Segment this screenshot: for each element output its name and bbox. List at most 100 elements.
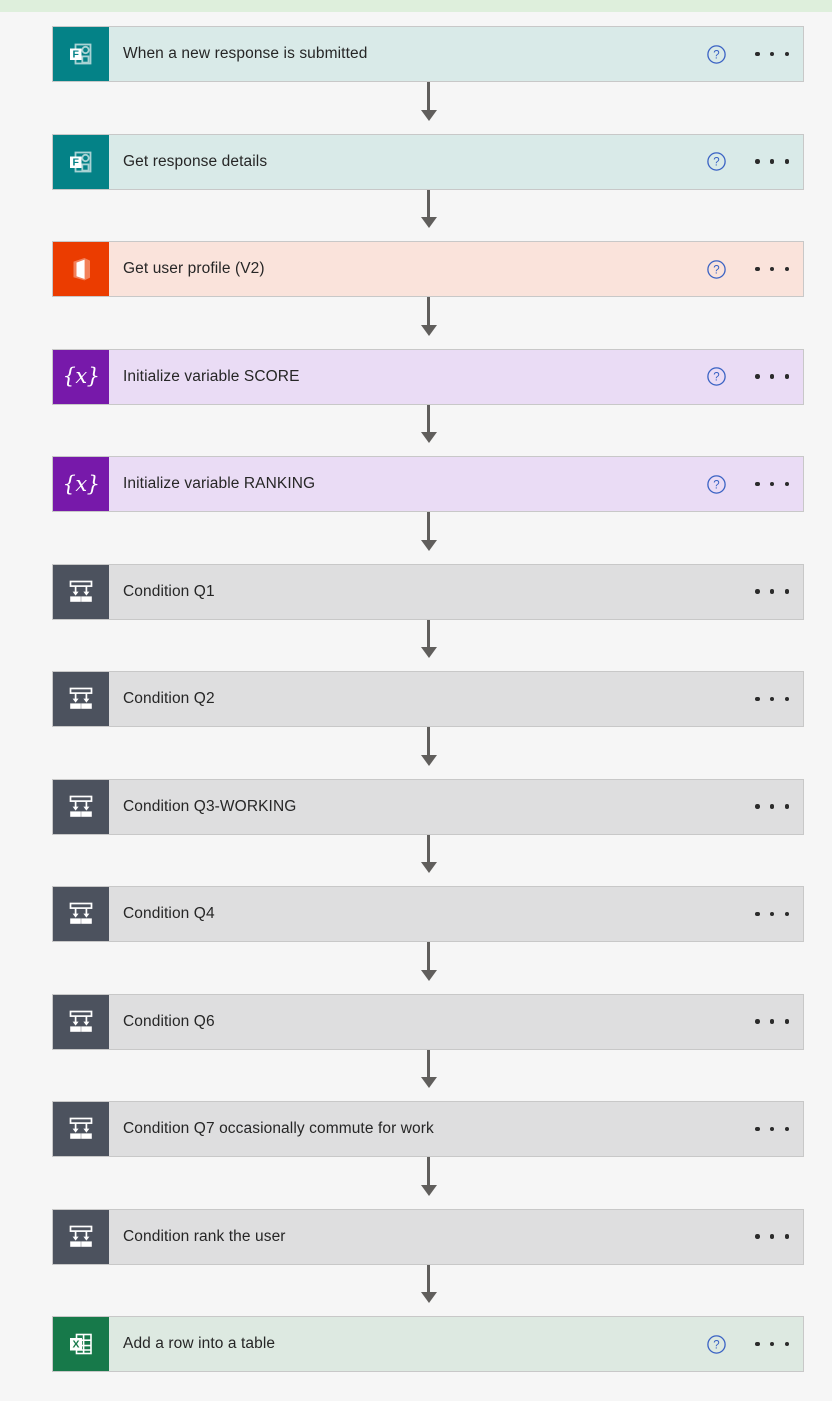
down-arrow-connector-icon (421, 942, 437, 994)
microsoft-excel-icon: X (70, 1333, 92, 1355)
flow-step-body: When a new response is submitted (109, 27, 701, 81)
help-button[interactable]: ? (701, 469, 731, 499)
more-options-button[interactable] (755, 794, 789, 820)
flow-step-card[interactable]: Condition Q7 occasionally commute for wo… (52, 1101, 804, 1157)
svg-text:?: ? (713, 372, 719, 384)
flow-step-card[interactable]: Condition Q4 (52, 886, 804, 942)
help-circle-icon[interactable]: ? (706, 259, 727, 280)
svg-text:?: ? (713, 479, 719, 491)
flow-step-icon: X (53, 1317, 109, 1371)
svg-text:F: F (72, 156, 79, 168)
flow-step-title: Add a row into a table (123, 1335, 276, 1352)
condition-branch-icon (69, 1117, 93, 1139)
flow-step-icon (53, 1102, 109, 1156)
more-options-button[interactable] (755, 1224, 789, 1250)
svg-text:?: ? (713, 264, 719, 276)
flow-step-card[interactable]: {x} Initialize variable RANKING ? (52, 456, 804, 512)
help-button[interactable]: ? (701, 362, 731, 392)
help-button[interactable]: ? (701, 254, 731, 284)
help-circle-icon[interactable]: ? (706, 44, 727, 65)
help-circle-icon[interactable]: ? (706, 366, 727, 387)
flow-step-body: Condition rank the user (109, 1210, 755, 1264)
svg-text:?: ? (713, 1339, 719, 1351)
flow-step-icon: {x} (53, 457, 109, 511)
microsoft-forms-icon: F (70, 43, 92, 65)
help-button[interactable]: ? (701, 39, 731, 69)
flow-step-icon (53, 1209, 109, 1264)
flow-step-actions (755, 780, 803, 834)
flow-step-body: Get response details (109, 135, 701, 189)
more-options-button[interactable] (755, 1009, 789, 1035)
svg-text:X: X (72, 1338, 79, 1350)
condition-branch-icon (69, 580, 93, 602)
flow-step-body: Initialize variable SCORE (109, 350, 701, 404)
condition-branch-icon (69, 1010, 93, 1032)
flow-step-card[interactable]: F Get response details ? (52, 133, 804, 190)
more-options-button[interactable] (755, 901, 789, 927)
help-circle-icon[interactable]: ? (706, 474, 727, 495)
flow-step-card[interactable]: Condition Q3-WORKING (52, 778, 804, 835)
flow-step-icon: F (53, 27, 109, 81)
more-options-button[interactable] (755, 364, 789, 390)
help-button[interactable]: ? (701, 147, 731, 177)
flow-step-card[interactable]: {x} Initialize variable SCORE ? (52, 348, 804, 405)
flow-step-actions: ? (701, 242, 803, 296)
more-options-button[interactable] (755, 579, 789, 605)
flow-step-card[interactable]: Condition Q2 (52, 671, 804, 727)
flow-step-card[interactable]: Condition rank the user (52, 1208, 804, 1265)
flow-step-icon: F (53, 134, 109, 189)
flow-step-actions (755, 565, 803, 619)
flow-step-card[interactable]: Condition Q6 (52, 993, 804, 1050)
more-options-button[interactable] (755, 256, 789, 282)
more-options-button[interactable] (755, 1331, 789, 1357)
more-options-button[interactable] (755, 686, 789, 712)
flow-step-actions: ? (701, 135, 803, 189)
flow-step-title: Get response details (123, 152, 268, 170)
top-accent-band (0, 0, 832, 12)
flow-step-title: Condition Q1 (123, 582, 215, 600)
flow-step-body: Condition Q4 (109, 887, 755, 941)
flow-step-actions (755, 672, 803, 726)
flow-step-actions (755, 887, 803, 941)
flow-step-title: Initialize variable RANKING (123, 475, 316, 492)
more-options-button[interactable] (755, 471, 789, 497)
flow-step-actions (755, 1102, 803, 1156)
more-options-button[interactable] (755, 1116, 789, 1142)
flow-step-body: Condition Q6 (109, 995, 755, 1049)
flow-step-card[interactable]: F When a new response is submitted ? (52, 26, 804, 82)
help-circle-icon[interactable]: ? (706, 151, 727, 172)
flow-step-title: Condition Q3-WORKING (123, 797, 297, 815)
flow-step-body: Condition Q2 (109, 672, 755, 726)
flow-step-icon (53, 887, 109, 941)
flow-step-title: Condition Q2 (123, 690, 215, 707)
down-arrow-connector-icon (421, 1157, 437, 1209)
flow-step-card[interactable]: Condition Q1 (52, 563, 804, 620)
down-arrow-connector-icon (421, 82, 437, 134)
flow-canvas: F When a new response is submitted ? F G… (0, 12, 832, 1401)
flow-step-title: Initialize variable SCORE (123, 367, 300, 385)
help-button[interactable]: ? (701, 1329, 731, 1359)
flow-step-actions: ? (701, 27, 803, 81)
flow-step-card[interactable]: Get user profile (V2) ? (52, 241, 804, 297)
flow-step-actions (755, 995, 803, 1049)
flow-step-icon: {x} (53, 349, 109, 404)
down-arrow-connector-icon (421, 1049, 437, 1102)
flow-step-actions (755, 1210, 803, 1264)
down-arrow-connector-icon (421, 727, 437, 779)
svg-text:F: F (72, 48, 79, 60)
down-arrow-connector-icon (421, 189, 437, 242)
flow-step-card[interactable]: X Add a row into a table ? (52, 1316, 804, 1372)
down-arrow-connector-icon (421, 834, 437, 887)
flow-step-title: When a new response is submitted (123, 45, 368, 62)
down-arrow-connector-icon (421, 619, 437, 672)
flow-step-actions: ? (701, 1317, 803, 1371)
variable-braces-x-icon: {x} (62, 471, 100, 496)
more-options-button[interactable] (755, 41, 789, 67)
down-arrow-connector-icon (421, 297, 437, 349)
condition-branch-icon (69, 1225, 93, 1247)
help-circle-icon[interactable]: ? (706, 1334, 727, 1355)
more-options-button[interactable] (755, 149, 789, 175)
flow-step-body: Initialize variable RANKING (109, 457, 701, 511)
flow-step-title: Condition Q4 (123, 905, 215, 922)
flow-step-icon (53, 242, 109, 296)
